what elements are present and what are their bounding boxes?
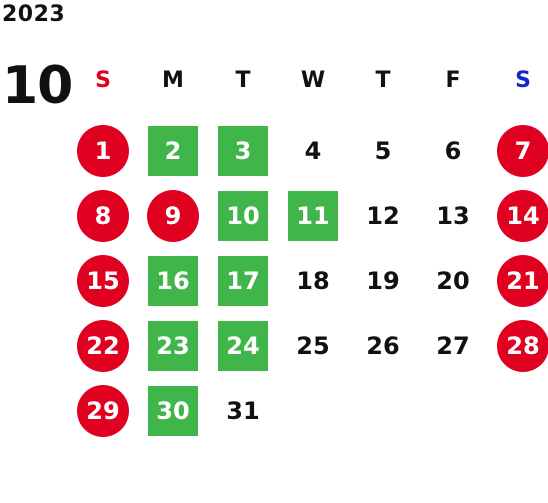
day-number: 29 xyxy=(77,384,129,437)
day-cell[interactable]: 26 xyxy=(348,313,418,378)
day-number: 19 xyxy=(366,266,400,295)
day-cell[interactable]: 8 xyxy=(68,183,138,248)
day-cell[interactable]: 20 xyxy=(418,248,488,313)
day-cell[interactable]: 25 xyxy=(278,313,348,378)
day-cell[interactable]: 11 xyxy=(278,183,348,248)
day-cell[interactable]: 10 xyxy=(208,183,278,248)
day-cell[interactable]: 30 xyxy=(138,378,208,443)
day-number: 13 xyxy=(436,201,470,230)
day-number: 30 xyxy=(148,385,198,436)
day-cell[interactable]: 9 xyxy=(138,183,208,248)
day-number: 24 xyxy=(218,320,268,371)
day-cell[interactable]: 3 xyxy=(208,118,278,183)
day-number: 4 xyxy=(304,136,322,165)
day-number: 18 xyxy=(296,266,330,295)
day-number: 27 xyxy=(436,331,470,360)
day-number: 11 xyxy=(288,190,338,241)
day-cell[interactable]: 14 xyxy=(488,183,548,248)
weekday-label: S xyxy=(515,68,531,93)
day-cell[interactable]: 1 xyxy=(68,118,138,183)
day-number: 16 xyxy=(148,255,198,306)
day-cell[interactable]: 7 xyxy=(488,118,548,183)
day-cell[interactable]: 29 xyxy=(68,378,138,443)
day-cell[interactable]: 31 xyxy=(208,378,278,443)
day-cell[interactable]: 21 xyxy=(488,248,548,313)
day-number: 25 xyxy=(296,331,330,360)
weekday-label: M xyxy=(162,68,184,93)
month-label: 10 xyxy=(2,56,73,116)
day-cell[interactable]: 16 xyxy=(138,248,208,313)
day-number: 1 xyxy=(77,124,129,177)
day-number: 21 xyxy=(497,254,548,307)
day-number: 12 xyxy=(366,201,400,230)
day-cell[interactable]: 12 xyxy=(348,183,418,248)
day-cell[interactable]: 13 xyxy=(418,183,488,248)
day-number: 9 xyxy=(147,189,199,242)
weekday-label: W xyxy=(300,68,326,93)
day-cell[interactable]: 22 xyxy=(68,313,138,378)
day-number: 17 xyxy=(218,255,268,306)
day-cell[interactable]: 15 xyxy=(68,248,138,313)
day-number: 6 xyxy=(444,136,462,165)
weekday-label: S xyxy=(95,68,111,93)
weekday-label: T xyxy=(375,68,391,93)
day-number: 20 xyxy=(436,266,470,295)
weekday-label: T xyxy=(235,68,251,93)
day-cell[interactable]: 19 xyxy=(348,248,418,313)
weekday-label: F xyxy=(445,68,461,93)
day-number: 10 xyxy=(218,190,268,241)
day-number: 31 xyxy=(226,396,260,425)
day-number: 3 xyxy=(218,125,268,176)
day-cell[interactable]: 5 xyxy=(348,118,418,183)
day-cell[interactable]: 27 xyxy=(418,313,488,378)
day-cell[interactable]: 17 xyxy=(208,248,278,313)
day-number: 26 xyxy=(366,331,400,360)
year-label: 2023 xyxy=(2,2,66,27)
day-cell[interactable]: 28 xyxy=(488,313,548,378)
day-cell[interactable]: 23 xyxy=(138,313,208,378)
day-cell[interactable]: 6 xyxy=(418,118,488,183)
day-number: 22 xyxy=(77,319,129,372)
day-number: 23 xyxy=(148,320,198,371)
day-cell[interactable]: 2 xyxy=(138,118,208,183)
day-cell[interactable]: 4 xyxy=(278,118,348,183)
day-number: 15 xyxy=(77,254,129,307)
day-cell[interactable]: 24 xyxy=(208,313,278,378)
day-number: 14 xyxy=(497,189,548,242)
day-cell[interactable]: 18 xyxy=(278,248,348,313)
day-number: 7 xyxy=(497,124,548,177)
day-number: 5 xyxy=(374,136,392,165)
day-number: 8 xyxy=(77,189,129,242)
day-number: 28 xyxy=(497,319,548,372)
day-number: 2 xyxy=(148,125,198,176)
